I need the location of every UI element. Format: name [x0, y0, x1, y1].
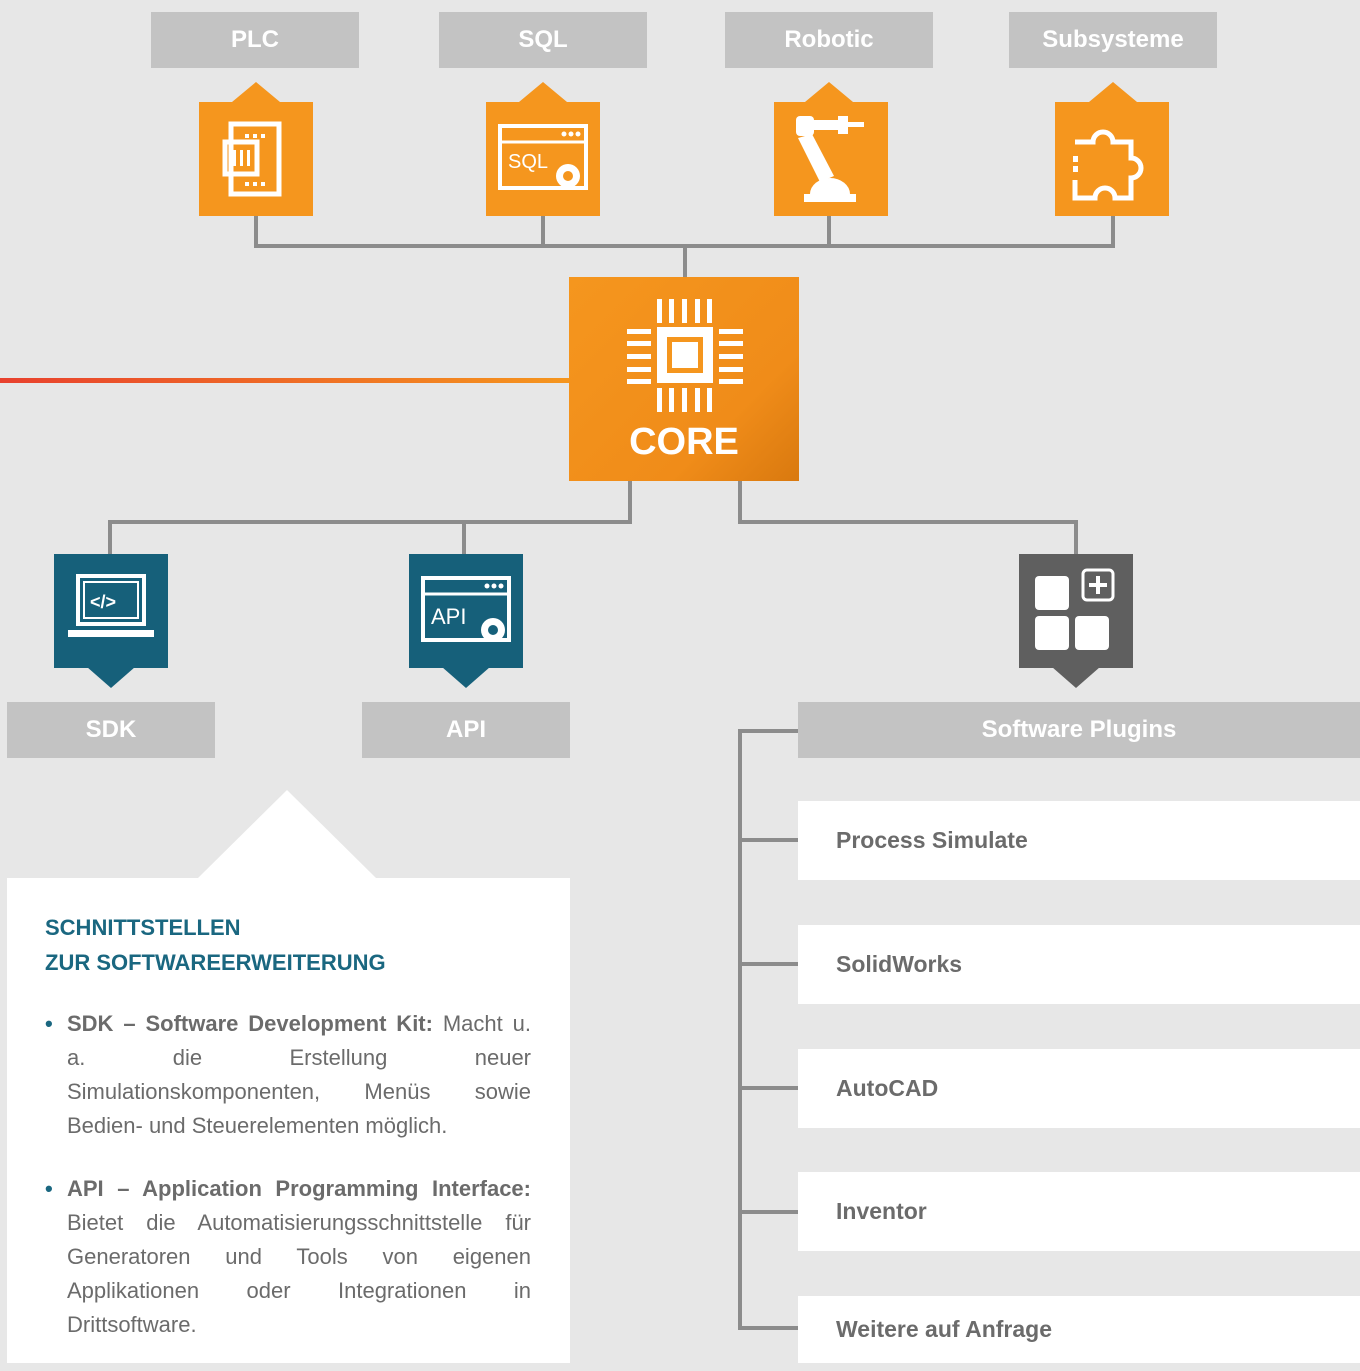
- plugin-item: Process Simulate: [798, 801, 1360, 880]
- bullet-api: API – Application Programming Interface:…: [45, 1172, 531, 1342]
- sql-icon-text: SQL: [508, 151, 548, 173]
- info-title: SCHNITTSTELLEN ZUR SOFTWAREERWEITERUNG: [45, 910, 386, 980]
- label-sdk: SDK: [7, 702, 215, 758]
- core-label: CORE: [629, 421, 739, 463]
- label-sql: SQL: [439, 12, 647, 68]
- plugin-grid-icon: [1019, 554, 1133, 668]
- bullet-text: Bietet die Automatisierungsschnittstelle…: [67, 1210, 531, 1337]
- info-bullets: SDK – Software Development Kit: Macht u.…: [45, 1007, 531, 1371]
- bullet-sdk: SDK – Software Development Kit: Macht u.…: [45, 1007, 531, 1143]
- robot-arm-icon: [774, 102, 888, 216]
- label-subsysteme: Subsysteme: [1009, 12, 1217, 68]
- core-block: [569, 277, 799, 481]
- plugin-item: Inventor: [798, 1172, 1360, 1251]
- bullet-text: Macht u. a. die Erstellung neuer Simulat…: [67, 1011, 532, 1138]
- chip-icon: [627, 299, 743, 412]
- label-software-plugins: Software Plugins: [798, 702, 1360, 758]
- info-title-line1: SCHNITTSTELLEN: [45, 915, 241, 940]
- plugin-item: Weitere auf Anfrage: [798, 1296, 1360, 1363]
- info-title-line2: ZUR SOFTWAREERWEITERUNG: [45, 950, 386, 975]
- api-icon-text: API: [431, 604, 466, 629]
- plugin-item: AutoCAD: [798, 1049, 1360, 1128]
- sdk-icon-text: </>: [90, 592, 116, 612]
- sql-icon: SQL: [486, 102, 600, 216]
- bullet-term: API – Application Programming Interface:: [67, 1176, 531, 1201]
- label-api: API: [362, 702, 570, 758]
- laptop-code-icon: </>: [54, 554, 168, 668]
- bullet-term: SDK – Software Development Kit:: [67, 1011, 433, 1036]
- api-icon: API: [409, 554, 523, 668]
- label-plc: PLC: [151, 12, 359, 68]
- plugin-item: SolidWorks: [798, 925, 1360, 1004]
- plc-icon: [199, 102, 313, 216]
- puzzle-icon: [1055, 102, 1169, 216]
- label-robotic: Robotic: [725, 12, 933, 68]
